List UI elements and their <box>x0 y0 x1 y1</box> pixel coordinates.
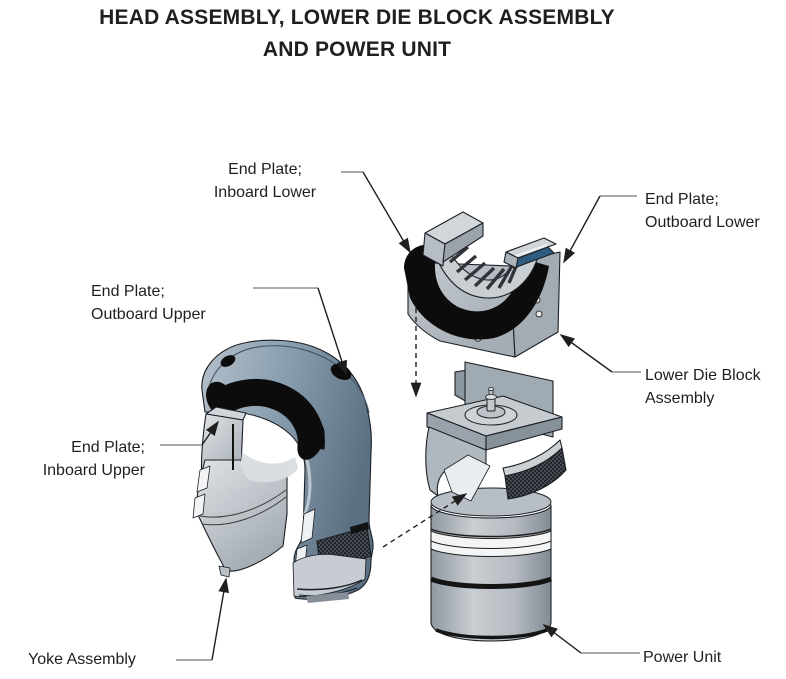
dashed-assembly-arrow-diagonal <box>382 493 468 548</box>
figure-title: HEAD ASSEMBLY, LOWER DIE BLOCK ASSEMBLY … <box>37 2 677 66</box>
figure-title-line2: AND POWER UNIT <box>262 38 452 61</box>
label-lower-die-block-assembly: Lower Die Block Assembly <box>645 367 761 407</box>
label-power-unit: Power Unit <box>643 649 722 666</box>
leader-yoke-assembly <box>176 577 229 661</box>
yoke-assembly-drawing <box>192 339 374 603</box>
leader-end-plate-outboard-lower <box>563 195 637 264</box>
leader-end-plate-inboard-upper <box>160 420 219 446</box>
lower-die-block-drawing <box>404 211 561 358</box>
label-end-plate-outboard-lower: End Plate; Outboard Lower <box>645 191 760 231</box>
leader-end-plate-inboard-lower <box>341 171 411 254</box>
label-yoke-assembly: Yoke Assembly <box>28 651 136 668</box>
power-unit-drawing <box>425 361 567 642</box>
leader-end-plate-outboard-upper <box>253 287 347 376</box>
figure-title-line1: HEAD ASSEMBLY, LOWER DIE BLOCK ASSEMBLY <box>99 6 615 29</box>
leader-power-unit <box>542 624 640 654</box>
label-end-plate-inboard-lower: End Plate; Inboard Lower <box>213 161 317 201</box>
leader-lower-die-block-assembly <box>559 334 641 373</box>
label-end-plate-inboard-upper: End Plate; Inboard Upper <box>42 439 145 479</box>
label-end-plate-outboard-upper: End Plate; Outboard Upper <box>91 283 206 323</box>
